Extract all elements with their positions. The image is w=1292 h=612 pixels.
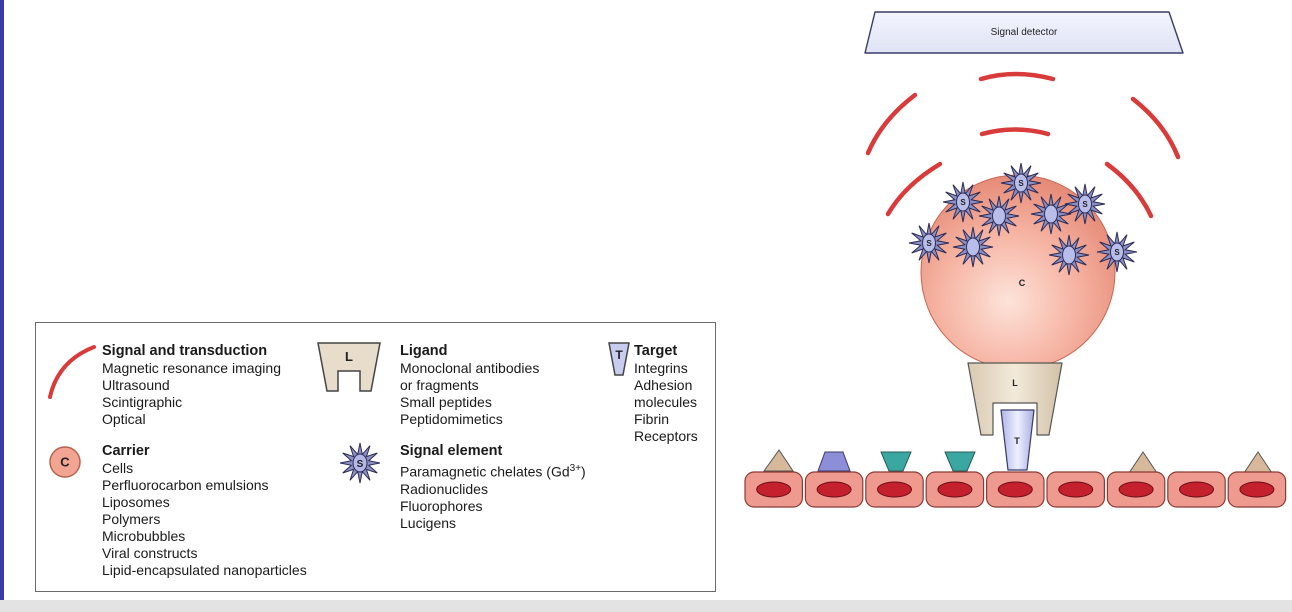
legend-carrier-item: Viral constructs bbox=[102, 545, 307, 562]
target-label: T bbox=[1014, 436, 1020, 446]
cell-nucleus bbox=[817, 482, 851, 497]
surface-molecule-teal bbox=[881, 452, 911, 471]
legend-box: Signal and transduction Magnetic resonan… bbox=[35, 322, 716, 592]
cell-nucleus bbox=[1180, 482, 1214, 497]
legend-carrier-item: Cells bbox=[102, 460, 307, 477]
bottom-strip bbox=[0, 600, 1292, 612]
legend-signal-element-item: Paramagnetic chelates (Gd3+) bbox=[400, 460, 586, 481]
legend-ligand-item: Small peptides bbox=[400, 394, 539, 411]
endothelial-cell bbox=[987, 472, 1044, 507]
legend-target-item: Receptors bbox=[634, 428, 698, 445]
signal-element-star-label: S bbox=[1018, 179, 1024, 188]
signal-element-star-label: S bbox=[926, 239, 932, 248]
legend-ligand-item: Peptidomimetics bbox=[400, 411, 539, 428]
carrier-icon: C bbox=[48, 445, 82, 479]
cell-nucleus bbox=[757, 482, 791, 497]
legend-target-item: Fibrin bbox=[634, 411, 698, 428]
legend-ligand: Ligand Monoclonal antibodies or fragment… bbox=[400, 343, 539, 428]
cell-nucleus bbox=[878, 482, 912, 497]
signal-wave-arc bbox=[1107, 164, 1151, 216]
cell-nucleus bbox=[1119, 482, 1153, 497]
legend-signal-item: Magnetic resonance imaging bbox=[102, 360, 281, 377]
target-icon-label: T bbox=[615, 348, 623, 362]
legend-carrier-item: Perfluorocarbon emulsions bbox=[102, 477, 307, 494]
legend-ligand-item: Monoclonal antibodies bbox=[400, 360, 539, 377]
carrier-label: C bbox=[1019, 278, 1026, 288]
legend-signal-element-item: Lucigens bbox=[400, 515, 586, 532]
surface-molecule-teal bbox=[945, 452, 975, 471]
endothelial-cell bbox=[1228, 472, 1285, 507]
legend-carrier-item: Microbubbles bbox=[102, 528, 307, 545]
endothelial-cell bbox=[1107, 472, 1164, 507]
gd-superscript: 3+ bbox=[570, 463, 581, 474]
ligand-icon: L bbox=[316, 341, 382, 393]
legend-carrier-item: Lipid-encapsulated nanoparticles bbox=[102, 562, 307, 579]
legend-signal-item: Scintigraphic bbox=[102, 394, 281, 411]
ligand-label: L bbox=[1012, 378, 1018, 388]
carrier-icon-label: C bbox=[60, 455, 70, 470]
cell-nucleus bbox=[1240, 482, 1274, 497]
signal-wave-arc bbox=[888, 164, 940, 214]
legend-signal-item: Ultrasound bbox=[102, 377, 281, 394]
signal-arc-icon bbox=[44, 341, 104, 403]
legend-target-item: Integrins bbox=[634, 360, 698, 377]
legend-signal-title: Signal and transduction bbox=[102, 343, 281, 360]
endothelial-cells bbox=[745, 472, 1286, 507]
signal-element-icon-label: S bbox=[357, 459, 364, 470]
cell-nucleus bbox=[998, 482, 1032, 497]
target-icon: T bbox=[607, 341, 631, 377]
legend-signal: Signal and transduction Magnetic resonan… bbox=[102, 343, 281, 428]
legend-carrier-item: Liposomes bbox=[102, 494, 307, 511]
endothelial-cell bbox=[926, 472, 983, 507]
surface-molecule-hexagon bbox=[818, 452, 850, 471]
gd-chelate-text: Paramagnetic chelates (Gd bbox=[400, 464, 570, 480]
legend-ligand-item: or fragments bbox=[400, 377, 539, 394]
legend-carrier-title: Carrier bbox=[102, 443, 307, 460]
targeting-diagram: Signal detector C S S S S S L T bbox=[735, 0, 1292, 600]
cell-nucleus bbox=[1059, 482, 1093, 497]
gd-suffix: ) bbox=[581, 464, 586, 480]
signal-wave-arc bbox=[981, 74, 1053, 79]
endothelial-cell bbox=[866, 472, 923, 507]
legend-signal-item: Optical bbox=[102, 411, 281, 428]
surface-molecule-triangle bbox=[1129, 452, 1157, 473]
legend-target-item: Adhesion bbox=[634, 377, 698, 394]
surface-molecule-triangle bbox=[1244, 452, 1272, 473]
surface-molecule-triangle bbox=[764, 450, 793, 471]
legend-signal-element: Signal element Paramagnetic chelates (Gd… bbox=[400, 443, 586, 532]
endothelial-cell bbox=[745, 472, 802, 507]
ligand-icon-label: L bbox=[345, 349, 353, 364]
signal-element-star-label: S bbox=[1114, 248, 1120, 257]
diagram-canvas: Signal detector C S S S S S L T bbox=[735, 0, 1292, 600]
signal-detector-label: Signal detector bbox=[991, 27, 1058, 38]
endothelial-cell bbox=[805, 472, 862, 507]
legend-target-item: molecules bbox=[634, 394, 698, 411]
signal-element-icon: S bbox=[338, 441, 382, 485]
legend-target-title: Target bbox=[634, 343, 698, 360]
signal-wave-arc bbox=[868, 95, 915, 153]
signal-wave-arc bbox=[982, 130, 1048, 135]
legend-carrier: Carrier Cells Perfluorocarbon emulsions … bbox=[102, 443, 307, 579]
signal-element-star-label: S bbox=[960, 198, 966, 207]
legend-carrier-item: Polymers bbox=[102, 511, 307, 528]
legend-ligand-title: Ligand bbox=[400, 343, 539, 360]
endothelial-cell bbox=[1047, 472, 1104, 507]
legend-signal-element-title: Signal element bbox=[400, 443, 586, 460]
signal-element-star-label: S bbox=[1082, 200, 1088, 209]
endothelial-cell bbox=[1168, 472, 1225, 507]
cell-nucleus bbox=[938, 482, 972, 497]
left-border bbox=[0, 0, 4, 600]
legend-target: Target Integrins Adhesion molecules Fibr… bbox=[634, 343, 698, 445]
signal-wave-arc bbox=[1133, 99, 1178, 157]
legend-signal-element-item: Fluorophores bbox=[400, 498, 586, 515]
legend-signal-element-item: Radionuclides bbox=[400, 481, 586, 498]
